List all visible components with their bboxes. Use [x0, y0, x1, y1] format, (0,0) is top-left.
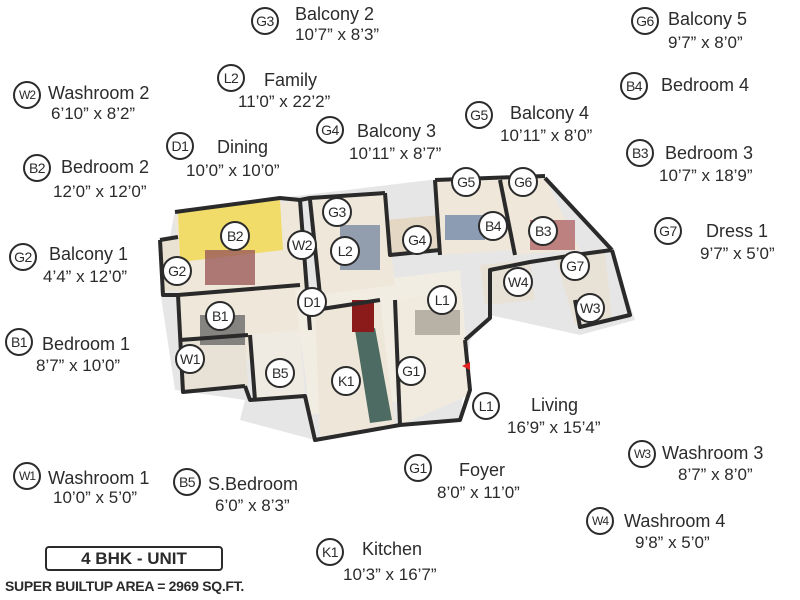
unit-type-label: 4 BHK - UNIT: [81, 548, 187, 568]
plan-marker-l1[interactable]: L1: [427, 285, 457, 315]
legend-name-balcony-2: Balcony 2: [295, 4, 375, 24]
legend-badge-w4: W4: [586, 507, 614, 535]
unit-type-box: 4 BHK - UNIT: [45, 546, 223, 571]
legend-badge-w3: W3: [628, 440, 656, 468]
legend-dims-washroom-1: 10’0” x 5’0”: [53, 488, 138, 507]
legend-name-family: Family: [264, 70, 317, 90]
legend-dims-living: 16’9” x 15’4”: [507, 418, 601, 437]
legend-name-bedroom-3: Bedroom 3: [665, 143, 754, 163]
plan-marker-w3[interactable]: W3: [575, 293, 605, 323]
legend-name-bedroom-4: Bedroom 4: [661, 75, 750, 95]
legend-name-washroom-2: Washroom 2: [48, 83, 150, 103]
legend-badge-l2: L2: [217, 64, 245, 92]
plan-marker-b2[interactable]: B2: [220, 221, 250, 251]
legend-name-foyer: Foyer: [459, 460, 506, 480]
plan-marker-l2[interactable]: L2: [330, 236, 360, 266]
legend-dims-kitchen: 10’3” x 16’7”: [343, 565, 437, 584]
legend-name-dress-1: Dress 1: [706, 221, 769, 241]
legend-dims-bedroom-2: 12’0” x 12’0”: [53, 182, 147, 201]
legend-badge-w2: W2: [13, 81, 41, 109]
plan-marker-w1[interactable]: W1: [175, 344, 205, 374]
legend-badge-b4: B4: [620, 72, 648, 100]
plan-marker-g2[interactable]: G2: [162, 256, 192, 286]
legend-dims-family: 11’0” x 22’2”: [238, 92, 331, 111]
plan-marker-g3[interactable]: G3: [322, 197, 352, 227]
plan-marker-b3[interactable]: B3: [528, 216, 558, 246]
legend-dims-balcony-2: 10’7” x 8’3”: [295, 25, 380, 44]
legend-badge-w1: W1: [13, 462, 41, 490]
super-builtup-area: SUPER BUILTUP AREA = 2969 SQ.FT.: [5, 578, 244, 594]
legend-badge-g3: G3: [251, 7, 279, 35]
plan-marker-g1[interactable]: G1: [396, 356, 426, 386]
legend-dims-balcony-3: 10’11” x 8’7”: [349, 144, 442, 163]
legend-name-s-bedroom: S.Bedroom: [208, 474, 299, 494]
legend-dims-washroom-3: 8’7” x 8’0”: [678, 465, 753, 484]
legend-badge-k1: K1: [316, 538, 344, 566]
legend-name-washroom-3: Washroom 3: [662, 443, 764, 463]
legend-dims-bedroom-1: 8’7” x 10’0”: [36, 356, 121, 375]
legend-badge-g2: G2: [9, 243, 37, 271]
legend-badge-b3: B3: [626, 139, 654, 167]
plan-marker-d1[interactable]: D1: [297, 287, 327, 317]
legend-dims-foyer: 8’0” x 11’0”: [437, 483, 520, 502]
legend-dims-s-bedroom: 6’0” x 8’3”: [215, 496, 290, 515]
legend-dims-balcony-1: 4’4” x 12’0”: [43, 267, 128, 286]
legend-name-balcony-1: Balcony 1: [49, 244, 129, 264]
legend-dims-dress-1: 9’7” x 5’0”: [700, 244, 775, 263]
legend-dims-balcony-5: 9’7” x 8’0”: [668, 33, 743, 52]
legend-dims-bedroom-3: 10’7” x 18’9”: [659, 166, 753, 185]
legend-name-washroom-4: Washroom 4: [624, 511, 726, 531]
legend-dims-balcony-4: 10’11” x 8’0”: [500, 126, 593, 145]
plan-marker-g4[interactable]: G4: [402, 225, 432, 255]
legend-badge-b1: B1: [5, 328, 33, 356]
legend-name-balcony-5: Balcony 5: [668, 9, 748, 29]
plan-marker-g7[interactable]: G7: [560, 251, 590, 281]
legend-badge-d1: D1: [166, 132, 194, 160]
plan-marker-k1[interactable]: K1: [331, 366, 361, 396]
legend-name-washroom-1: Washroom 1: [48, 468, 150, 488]
legend-name-bedroom-2: Bedroom 2: [61, 157, 150, 177]
plan-marker-b1[interactable]: B1: [205, 301, 235, 331]
legend-badge-g5: G5: [465, 101, 493, 129]
legend-name-balcony-4: Balcony 4: [510, 103, 590, 123]
legend-badge-g6: G6: [631, 7, 659, 35]
legend-dims-dining: 10’0” x 10’0”: [186, 161, 280, 180]
legend-name-living: Living: [531, 395, 579, 415]
legend-name-balcony-3: Balcony 3: [357, 121, 437, 141]
legend-name-bedroom-1: Bedroom 1: [42, 334, 131, 354]
plan-marker-g6[interactable]: G6: [508, 167, 538, 197]
plan-marker-b5[interactable]: B5: [265, 358, 295, 388]
legend-name-dining: Dining: [217, 137, 269, 157]
plan-marker-b4[interactable]: B4: [478, 211, 508, 241]
legend-badge-l1: L1: [472, 392, 500, 420]
legend-name-kitchen: Kitchen: [362, 539, 423, 559]
legend-badge-b5: B5: [173, 468, 201, 496]
plan-marker-w4[interactable]: W4: [503, 267, 533, 297]
legend-dims-washroom-2: 6’10” x 8’2”: [51, 104, 136, 123]
plan-marker-w2[interactable]: W2: [287, 230, 317, 260]
legend-badge-g7: G7: [654, 217, 682, 245]
legend-badge-g4: G4: [316, 116, 344, 144]
legend-badge-g1: G1: [404, 454, 432, 482]
legend-badge-b2: B2: [23, 154, 51, 182]
legend-dims-washroom-4: 9’8” x 5’0”: [635, 533, 710, 552]
plan-marker-g5[interactable]: G5: [451, 167, 481, 197]
